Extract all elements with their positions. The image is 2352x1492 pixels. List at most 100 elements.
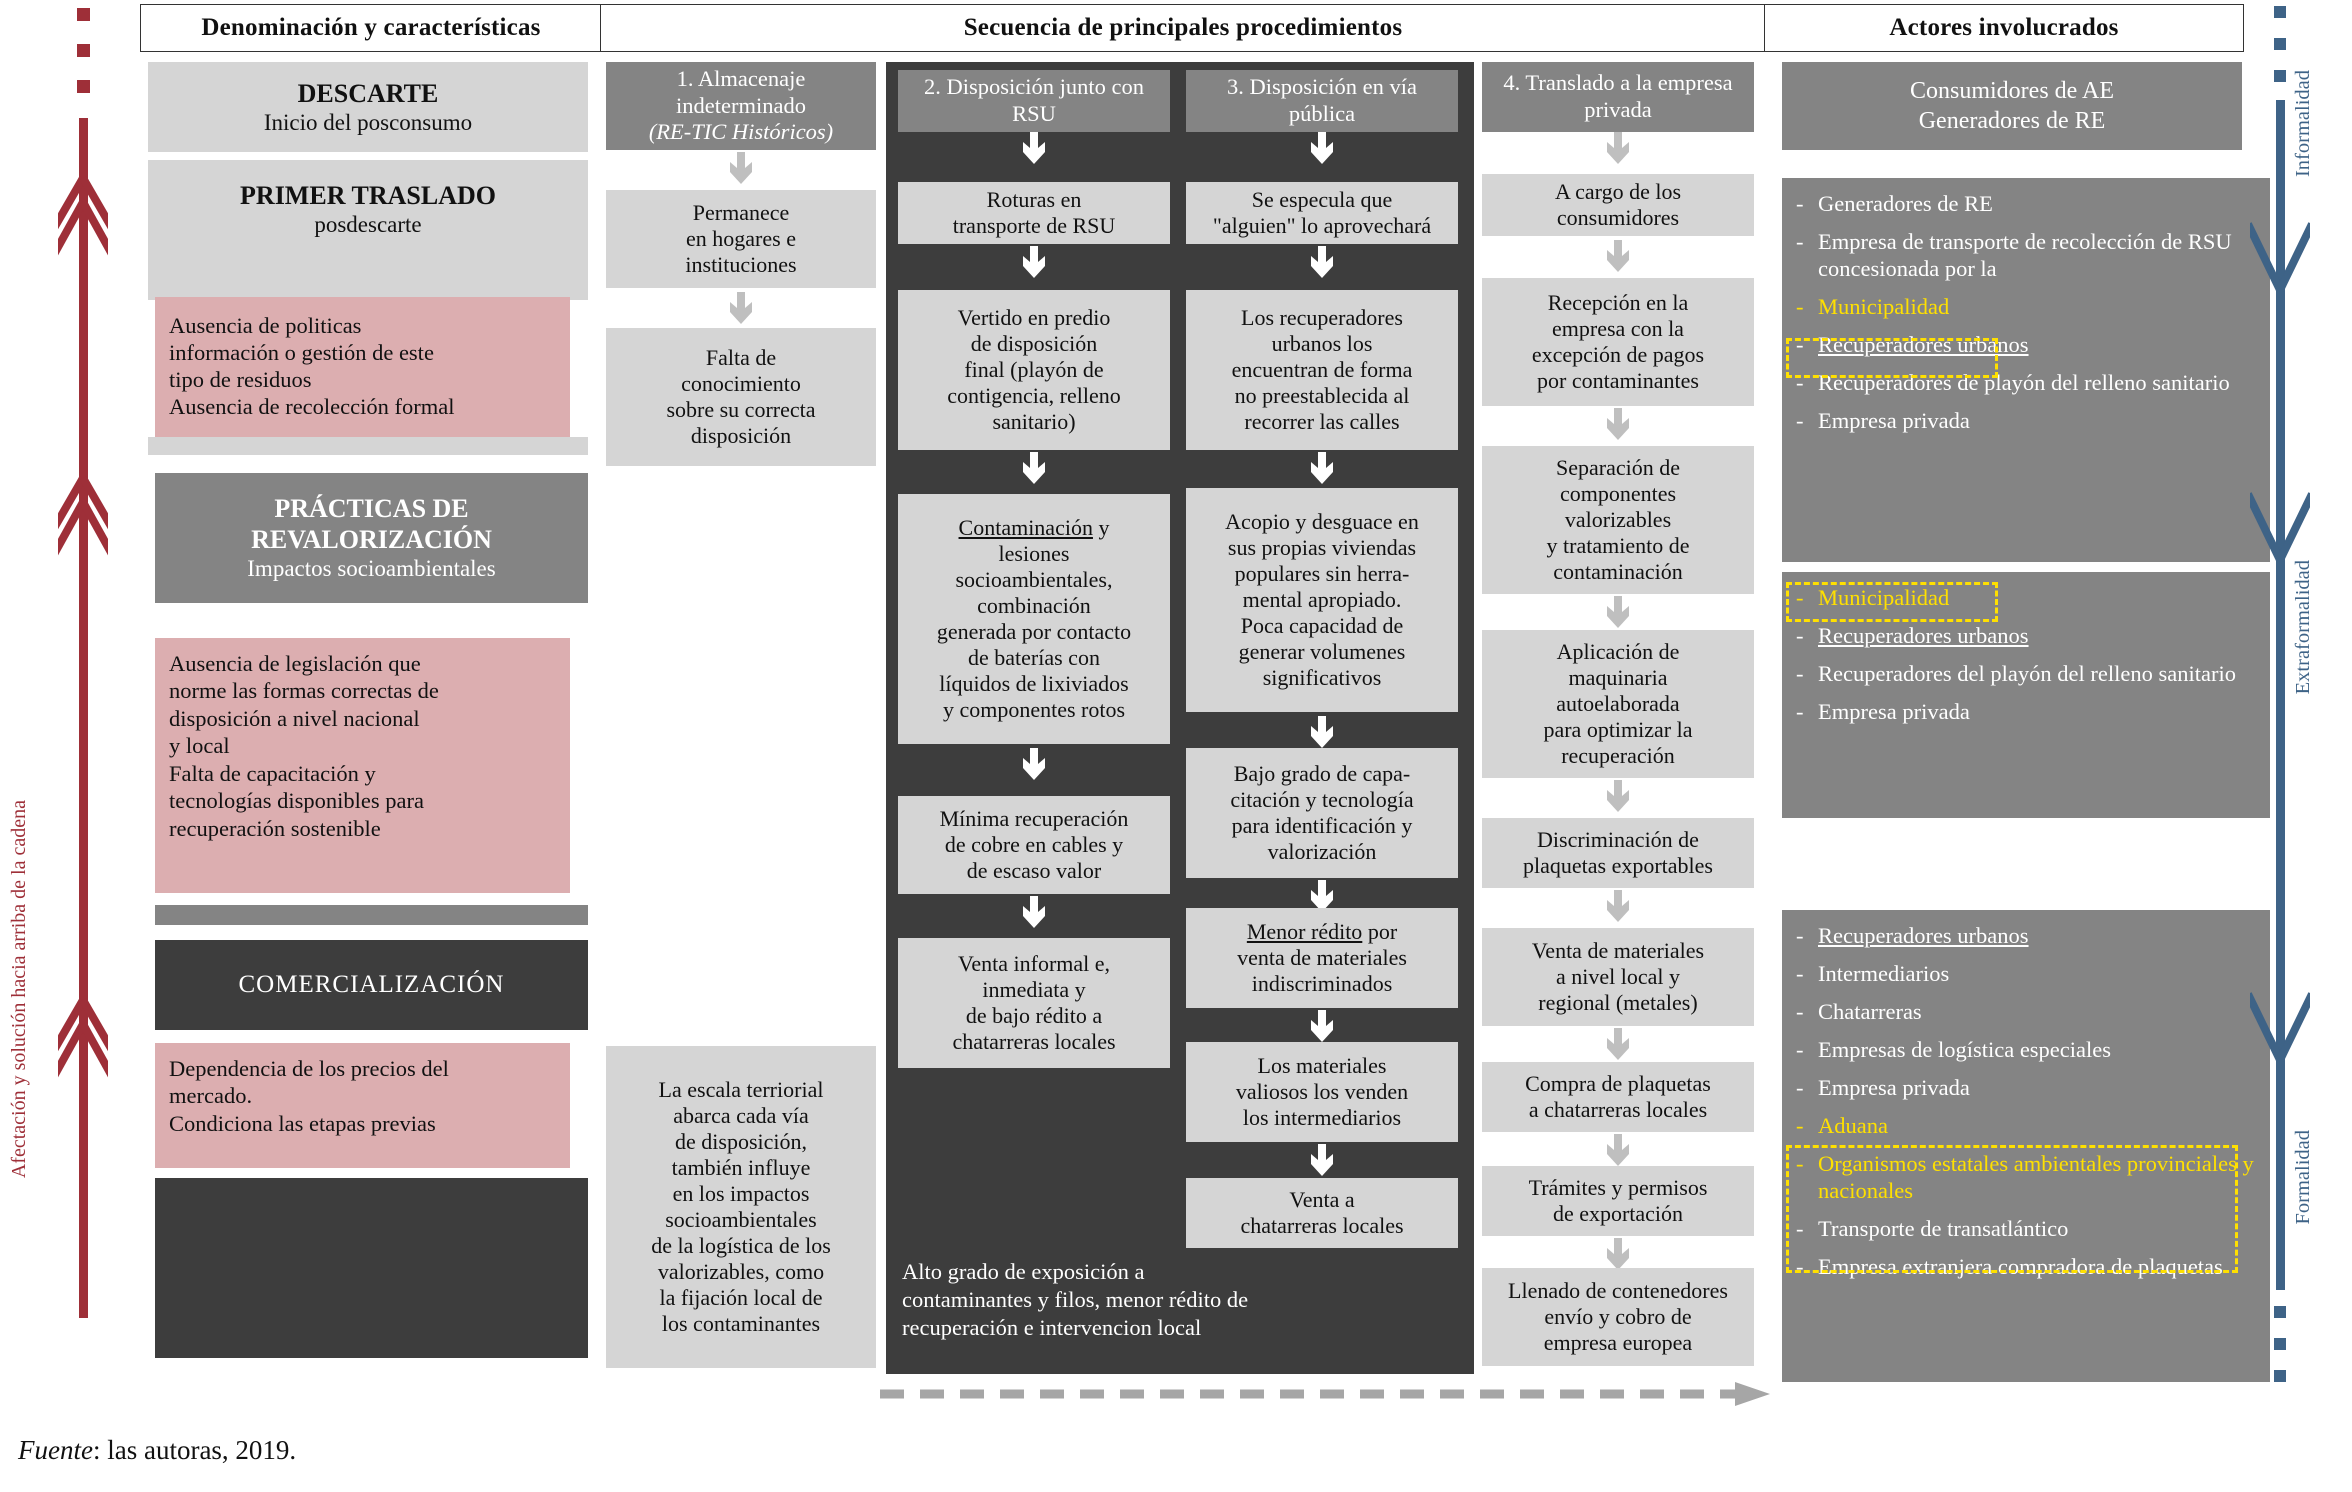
actor-label: Generadores de RE <box>1818 191 1993 216</box>
source-caption: Fuente: las autoras, 2019. <box>18 1435 296 1466</box>
stage-title: COMERCIALIZACIÓN <box>238 971 505 998</box>
actor-label: Empresa privada <box>1818 1075 1970 1100</box>
list-item: -Intermediarios <box>1796 960 2256 987</box>
arrow-down-icon <box>1601 1134 1635 1168</box>
list-item: -Empresa privada <box>1796 407 2256 434</box>
list-item: -Organismos estatales ambientales provin… <box>1796 1150 2256 1204</box>
actor-label: Transporte de transatlántico <box>1818 1216 2069 1241</box>
actors-top-box: Consumidores de AE Generadores de RE <box>1782 62 2242 150</box>
list-item: -Recuperadores del playón del relleno sa… <box>1796 660 2256 687</box>
flow-head-4: 4. Translado a la empresa privada <box>1482 62 1754 132</box>
list-item: -Empresa privada <box>1796 698 2256 725</box>
bullet-dash: - <box>1796 229 1804 254</box>
flow-node-3-0: Se especula que "alguien" lo aprovechará <box>1186 182 1458 244</box>
flow-node-3-3: Bajo grado de capa- citación y tecnologí… <box>1186 748 1458 878</box>
bullet-dash: - <box>1796 191 1804 216</box>
bullet-dash: - <box>1796 923 1804 948</box>
right-axis-label-extraformalidad: Extraformalidad <box>2292 560 2314 695</box>
arrow-down-icon <box>1601 596 1635 630</box>
header-denominacion: Denominación y características <box>140 4 602 52</box>
actor-label: Municipalidad <box>1818 585 1950 610</box>
list-item: -Recuperadores urbanos <box>1796 922 2256 949</box>
actor-label: Recuperadores de playón del relleno sani… <box>1818 370 2230 395</box>
arrow-down-icon <box>1305 246 1339 280</box>
actor-label: Empresa de transporte de recolección de … <box>1818 229 2232 281</box>
actor-label: Aduana <box>1818 1113 1888 1138</box>
actor-label: Intermediarios <box>1818 961 1950 986</box>
list-item: -Transporte de transatlántico <box>1796 1215 2256 1242</box>
list-item: -Recuperadores urbanos <box>1796 331 2256 358</box>
problem-box-3: Dependencia de los precios del mercado. … <box>155 1043 570 1168</box>
actor-label: Empresa privada <box>1818 699 1970 724</box>
bullet-dash: - <box>1796 1151 1804 1176</box>
list-item: -Generadores de RE <box>1796 190 2256 217</box>
bullet-dash: - <box>1796 332 1804 357</box>
flow-node-3-2: Acopio y desguace en sus propias viviend… <box>1186 488 1458 712</box>
stage-title: DESCARTE <box>297 78 439 108</box>
actor-label: Empresas de logística especiales <box>1818 1037 2112 1062</box>
arrow-down-icon <box>1601 890 1635 924</box>
list-item: -Empresa privada <box>1796 1074 2256 1101</box>
header-actores: Actores involucrados <box>1764 4 2244 52</box>
flow-node-4-5: Venta de materiales a nivel local y regi… <box>1482 928 1754 1026</box>
actor-label: Empresa extranjera compradora de plaquet… <box>1818 1254 2223 1279</box>
list-item: -Municipalidad <box>1796 293 2256 320</box>
bullet-dash: - <box>1796 999 1804 1024</box>
flow-head-1-title: 1. Almacenaje indeterminado <box>676 66 806 118</box>
flow-node-2-0: Roturas en transporte de RSU <box>898 182 1170 244</box>
stage-subtitle: Inicio del posconsumo <box>263 109 473 135</box>
highlight-box-aduana-organismos <box>1786 1145 2238 1273</box>
header-secuencia: Secuencia de principales procedimientos <box>600 4 1766 52</box>
flow-node-2-4: Venta informal e, inmediata y de bajo ré… <box>898 938 1170 1068</box>
arrow-down-icon <box>724 292 758 326</box>
flow-head-2: 2. Disposición junto con RSU <box>898 70 1170 132</box>
bottom-dashed-arrow-icon <box>880 1382 1770 1406</box>
stage-subtitle: Impactos socioambientales <box>247 556 496 582</box>
flow-node-3-4: Menor rédito por venta de materiales ind… <box>1186 908 1458 1008</box>
arrow-down-icon <box>1601 1028 1635 1062</box>
arrow-down-icon <box>1601 132 1635 166</box>
bullet-dash: - <box>1796 408 1804 433</box>
flow-node-4-3: Aplicación de maquinaria autoelaborada p… <box>1482 630 1754 778</box>
arrow-down-icon <box>1305 132 1339 166</box>
arrow-down-icon <box>1017 896 1051 930</box>
stage-practicas: PRÁCTICAS DE REVALORIZACIÓN Impactos soc… <box>155 473 588 603</box>
arrow-down-icon <box>1601 408 1635 442</box>
bullet-dash: - <box>1796 1037 1804 1062</box>
flow-node-2-2-text: Contaminación y lesiones socioambientale… <box>936 515 1132 722</box>
flow-node-4-0: A cargo de los consumidores <box>1482 174 1754 236</box>
flow-node-2-1: Vertido en predio de disposición final (… <box>898 290 1170 450</box>
flow-head-3: 3. Disposición en vía pública <box>1186 70 1458 132</box>
bullet-dash: - <box>1796 1075 1804 1100</box>
actor-label: Recuperadores urbanos <box>1818 923 2029 948</box>
actor-label: Organismos estatales ambientales provinc… <box>1818 1151 2254 1203</box>
bullet-dash: - <box>1796 623 1804 648</box>
problem-box-2: Ausencia de legislación que norme las fo… <box>155 638 570 893</box>
stage-descarte: DESCARTE Inicio del posconsumo <box>148 62 588 152</box>
arrow-down-icon <box>1601 1238 1635 1272</box>
bullet-dash: - <box>1796 585 1804 610</box>
flow-node-4-8: Llenado de contenedores envío y cobro de… <box>1482 1268 1754 1366</box>
left-axis-arrow <box>58 8 108 1318</box>
list-item: -Empresa extranjera compradora de plaque… <box>1796 1253 2256 1280</box>
list-item: -Empresa de transporte de recolección de… <box>1796 228 2256 282</box>
actor-label: Chatarreras <box>1818 999 1922 1024</box>
actor-label: Municipalidad <box>1818 294 1950 319</box>
bullet-dash: - <box>1796 961 1804 986</box>
stage-primer-traslado: PRIMER TRASLADO posdescarte <box>148 160 588 300</box>
bullet-dash: - <box>1796 699 1804 724</box>
arrow-down-icon <box>1305 452 1339 486</box>
stage-spacer-2 <box>155 905 588 925</box>
flow-node-3-5: Los materiales valiosos los venden los i… <box>1186 1042 1458 1142</box>
stage-comercializacion: COMERCIALIZACIÓN <box>155 940 588 1030</box>
flow-head-1: 1. Almacenaje indeterminado (RE-TIC Hist… <box>606 62 876 150</box>
flow-head-1-italic: (RE-TIC Históricos) <box>648 119 834 145</box>
list-item: -Municipalidad <box>1796 584 2256 611</box>
flow-node-3-6: Venta a chatarreras locales <box>1186 1178 1458 1248</box>
flow-node-1-1: Falta de conocimiento sobre su correcta … <box>606 328 876 466</box>
flow-node-2-3: Mínima recuperación de cobre en cables y… <box>898 796 1170 894</box>
right-axis-label-formalidad: Formalidad <box>2292 1130 2314 1225</box>
actor-label: Recuperadores urbanos <box>1818 623 2029 648</box>
arrow-down-icon <box>1601 780 1635 814</box>
